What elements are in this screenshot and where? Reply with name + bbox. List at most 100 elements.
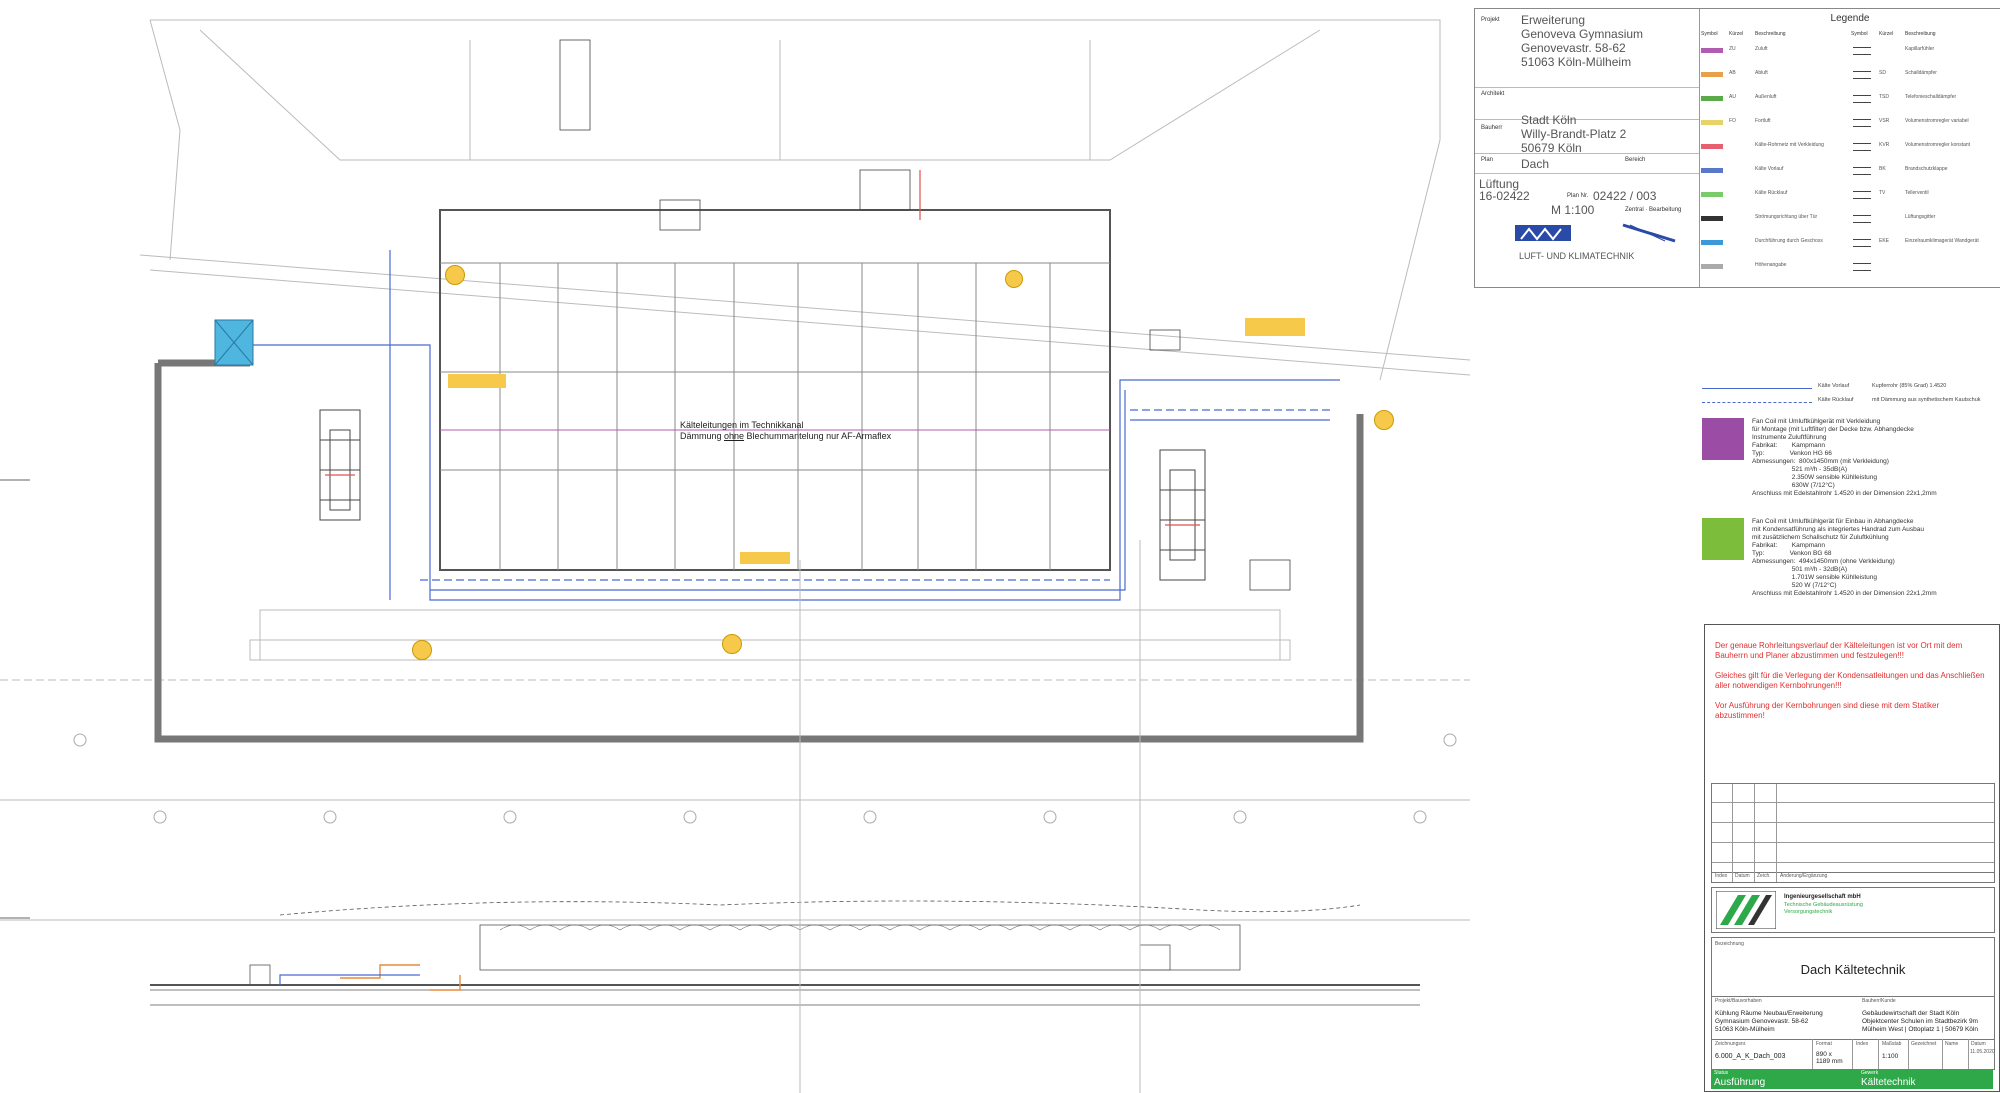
legend: Legende Symbol Kürzel Beschreibung Symbo… — [1699, 9, 2000, 287]
projekt-desc-2: Gymnasium Genovevastr. 58-62 — [1715, 1018, 1809, 1025]
bauherr-desc-1: Gebäudewirtschaft der Stadt Köln — [1862, 1010, 1960, 1017]
name-label: Name — [1945, 1041, 1959, 1047]
projekt-line4: 51063 Köln-Mülheim — [1521, 55, 1632, 69]
legend-swatch — [1701, 72, 1723, 77]
datum-label: Datum — [1971, 1041, 1986, 1047]
legend-desc-2: Volumenstromregler variabel — [1905, 118, 1969, 124]
projekt-label: Projekt — [1481, 17, 1500, 23]
pipe-vorlauf-desc: Kupferrohr (85% Grad) 1.4520 — [1872, 383, 1947, 389]
bauherr-kunde-label: Bauherr/Kunde — [1862, 998, 1896, 1004]
legend-desc-2: Einzelraumklimagerät Wandgerät — [1905, 238, 1979, 244]
legend-symbol — [1853, 119, 1871, 127]
legend-row: FO Fortluft VSR Volumenstromregler variabel — [1699, 113, 2000, 133]
legend-desc: Kälte-Rohrnetz mit Verkleidung — [1755, 142, 1824, 148]
bauherr-desc-3: Mülheim West | Ottoplatz 1 | 50679 Köln — [1862, 1026, 1978, 1033]
note-box — [1245, 318, 1305, 336]
plan-label: Plan — [1481, 157, 1494, 163]
drawing-title: Dach Kältetechnik — [1800, 962, 1906, 977]
bauherr-desc-2: Objektcenter Schulen im Stadtbezirk 9m — [1862, 1018, 1978, 1025]
legend-swatch — [1701, 144, 1723, 149]
legend-desc: Höhenangabe — [1755, 262, 1787, 268]
bezeichnung-box: Bezeichnung Dach Kältetechnik — [1711, 937, 1995, 997]
legend-code-2: TV — [1879, 190, 1886, 196]
legend-desc: Strömungsrichtung über Tür — [1755, 214, 1818, 220]
bauherr-line1: Stadt Köln — [1521, 113, 1577, 127]
marker-circle — [412, 640, 432, 660]
legend-swatch — [1701, 96, 1723, 101]
note-box — [448, 374, 506, 388]
legend-title: Legende — [1830, 13, 1870, 24]
status-value: Ausführung — [1714, 1077, 1766, 1088]
marker-circle — [445, 265, 465, 285]
fancoil-description-2: Fan Coil mit Umluftkühlgerät für Einbau … — [1752, 518, 1937, 597]
legend-desc-2: Tellerventil — [1905, 190, 1929, 196]
legend-symbol — [1853, 263, 1871, 271]
legend-row: Kälte Rücklauf TV Tellerventil — [1699, 185, 2000, 205]
legend-col-symbol: Symbol — [1701, 31, 1718, 37]
legend-swatch — [1701, 216, 1723, 221]
legend-symbol — [1853, 143, 1871, 151]
legend-symbol — [1853, 167, 1871, 175]
massstab-label: Maßstab — [1882, 1041, 1902, 1047]
legend-swatch — [1701, 120, 1723, 125]
pipe-vorlauf-label: Kälte Vorlauf — [1818, 383, 1850, 389]
projekt-desc-3: 51063 Köln-Mülheim — [1715, 1026, 1775, 1033]
legend-col-symbol-2: Symbol — [1851, 31, 1868, 37]
company-logo — [1515, 223, 1676, 243]
company-logo-green — [1716, 891, 1776, 929]
legend-swatch — [1701, 264, 1723, 269]
plan-note-line2-prefix: Dämmung — [680, 431, 725, 441]
format-label: Format — [1816, 1041, 1832, 1047]
index-label: Index — [1856, 1041, 1869, 1047]
plan-no: 16-02422 — [1479, 189, 1530, 203]
plan-nr-label: Plan Nr. — [1567, 193, 1589, 199]
legend-desc-2: Brandschutzklappe — [1905, 166, 1948, 172]
architekt-label: Architekt — [1481, 91, 1505, 97]
legend-code: FO — [1729, 118, 1736, 124]
legend-code-2: VSR — [1879, 118, 1890, 124]
zeichnungsnr-row: Zeichnungsnr. 6.000_A_K_Dach_003 Format … — [1711, 1039, 1995, 1070]
rev-col-datum: Datum — [1735, 873, 1750, 879]
legend-desc-2: Lüftungsgitter — [1905, 214, 1936, 220]
massstab-value: 1:100 — [1882, 1053, 1899, 1060]
legend-swatch — [1701, 48, 1723, 53]
legend-desc: Fortluft — [1755, 118, 1771, 124]
projekt-line2: Genoveva Gymnasium — [1521, 27, 1644, 41]
project-info: Projekt Erweiterung Genoveva Gymnasium G… — [1475, 9, 1700, 287]
plan-note-line1: Kälteleitungen im Technikkanal — [680, 420, 804, 430]
marker-circle — [1005, 270, 1023, 288]
plan-note-line2-suffix: Blechummantelung nur AF-Armaflex — [744, 431, 892, 441]
legend-desc-2: Schalldämpfer — [1905, 70, 1937, 76]
zeichnungsnr: 6.000_A_K_Dach_003 — [1715, 1053, 1786, 1060]
bereich-label: Bereich — [1625, 157, 1646, 163]
legend-col-kuerzel: Kürzel — [1729, 31, 1744, 37]
legend-swatch — [1701, 240, 1723, 245]
title-block-bottom: Der genaue Rohrleitungsverlauf der Kälte… — [1704, 624, 2000, 1092]
plan-nr: 02422 / 003 — [1593, 189, 1657, 203]
pipe-ruecklauf-label: Kälte Rücklauf — [1818, 397, 1854, 403]
bauherr-label: Bauherr — [1481, 125, 1503, 131]
warning-2: Gleiches gilt für die Verlegung der Kond… — [1715, 671, 1985, 690]
legend-row: Höhenangabe — [1699, 257, 2000, 277]
project-bauherr-box: Projekt/Bauvorhaben Bauherr/Kunde Kühlun… — [1711, 995, 1995, 1040]
legend-symbol — [1853, 47, 1871, 55]
legend-swatch — [1701, 168, 1723, 173]
warning-3: Vor Ausführung der Kernbohrungen sind di… — [1715, 701, 1940, 720]
legend-col-kuerzel-2: Kürzel — [1879, 31, 1894, 37]
legend-symbol — [1853, 95, 1871, 103]
legend-desc: Kälte Rücklauf — [1755, 190, 1788, 196]
company-line2: Versorgungstechnik — [1784, 909, 1833, 915]
zeichnungsnr-label: Zeichnungsnr. — [1715, 1041, 1747, 1047]
legend-symbol — [1853, 191, 1871, 199]
status-bar: Status Ausführung Gewerk Kältetechnik — [1711, 1069, 1993, 1089]
legend-desc: Durchführung durch Geschoss — [1755, 238, 1823, 244]
warning-1: Der genaue Rohrleitungsverlauf der Kälte… — [1715, 641, 1963, 660]
company-row: Ingenieurgesellschaft mbH Technische Geb… — [1711, 887, 1995, 933]
legend-code: AB — [1729, 70, 1736, 76]
note-box — [740, 552, 790, 564]
legend-symbol — [1853, 239, 1871, 247]
